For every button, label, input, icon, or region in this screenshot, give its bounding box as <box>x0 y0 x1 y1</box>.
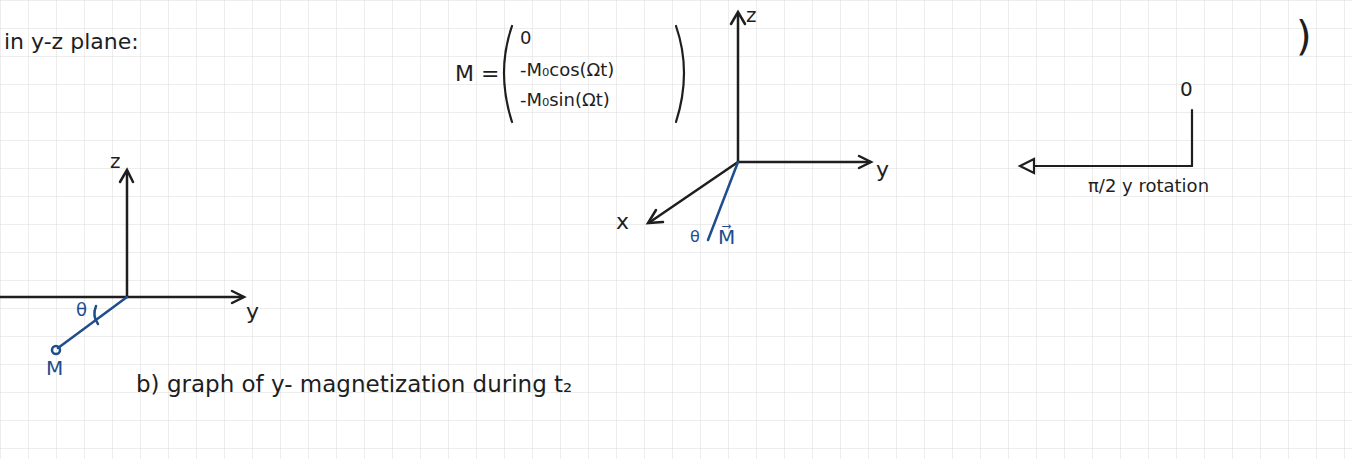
axis-label: y <box>246 300 259 324</box>
matrix-bracket <box>504 26 684 122</box>
vector-label: M <box>46 357 63 379</box>
middle-axes <box>648 12 871 223</box>
magnetization-vector <box>52 297 127 354</box>
axis-label: z <box>110 150 121 172</box>
note-text: b) graph of y- magnetization during t₂ <box>136 372 572 397</box>
note-text: π/2 y rotation <box>1088 176 1209 196</box>
vector-label: M⃗ <box>718 226 735 248</box>
left-axes <box>0 170 244 303</box>
axis-label: z <box>746 4 757 26</box>
axis-label: y <box>876 158 889 182</box>
matrix-entry: 0 <box>1180 78 1193 100</box>
matrix-entry: 0 <box>520 28 531 48</box>
angle-label: θ <box>76 300 87 320</box>
matrix-entry: -M₀cos(Ωt) <box>520 60 614 80</box>
note-text: in y-z plane: <box>4 30 139 54</box>
rotation-arrow <box>1020 110 1192 173</box>
matrix-entry: -M₀sin(Ωt) <box>520 90 610 110</box>
axis-label: x <box>616 210 629 234</box>
angle-label: θ <box>690 228 700 246</box>
equation-label: M = <box>455 62 499 86</box>
matrix-bracket: ) <box>1296 14 1312 58</box>
